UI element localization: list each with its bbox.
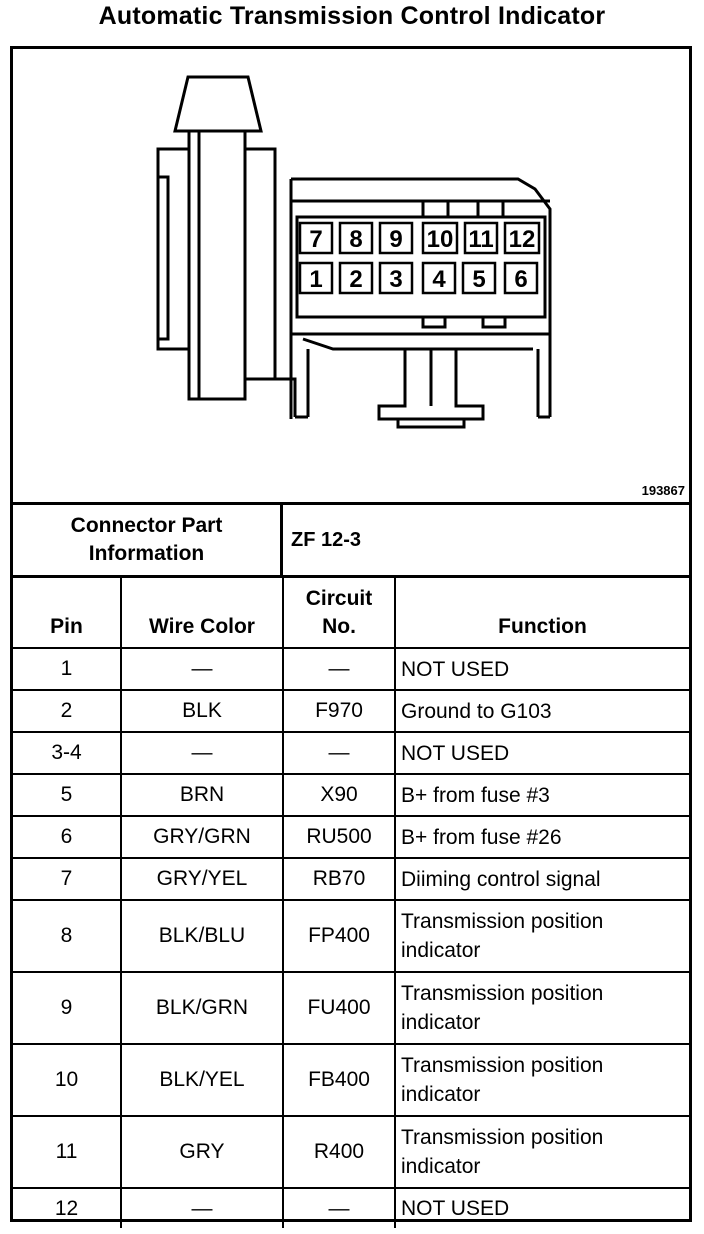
pin-label-7: 7: [309, 226, 322, 253]
pin-cell: 1: [13, 647, 122, 691]
wire-color-cell: BLK/YEL: [120, 1043, 284, 1117]
wire-color-cell: GRY: [120, 1115, 284, 1189]
part-info-value: ZF 12-3: [291, 528, 362, 551]
pin-cell: 5: [13, 773, 122, 817]
circuit-cell: RU500: [282, 815, 396, 859]
wire-color-cell: —: [120, 731, 284, 775]
function-cell: NOT USED: [394, 731, 689, 775]
circuit-cell: FP400: [282, 899, 396, 973]
circuit-cell: —: [282, 731, 396, 775]
function-cell: B+ from fuse #3: [394, 773, 689, 817]
pin-cell: 7: [13, 857, 122, 901]
pin-label-5: 5: [472, 266, 485, 293]
circuit-cell: X90: [282, 773, 396, 817]
circuit-cell: RB70: [282, 857, 396, 901]
pin-label-12: 12: [509, 226, 536, 253]
pin-label-9: 9: [389, 226, 402, 253]
connector-drawing: 7 8 9 10 11 12 1 2 3 4 5 6: [156, 75, 552, 429]
function-cell: Transmission position indicator: [394, 971, 689, 1045]
pin-label-6: 6: [514, 266, 527, 293]
pin-cell: 3-4: [13, 731, 122, 775]
header-function: Function: [394, 578, 689, 649]
circuit-cell: F970: [282, 689, 396, 733]
wire-color-cell: GRY/GRN: [120, 815, 284, 859]
part-info-label: Connector Part Information: [13, 505, 283, 575]
function-cell: Ground to G103: [394, 689, 689, 733]
table-row: 9 BLK/GRN FU400 Transmission position in…: [13, 971, 689, 1045]
pin-label-11: 11: [468, 226, 493, 253]
circuit-cell: R400: [282, 1115, 396, 1189]
pin-label-1: 1: [309, 266, 322, 293]
page-title: Automatic Transmission Control Indicator: [98, 2, 606, 30]
wire-color-cell: —: [120, 1187, 284, 1228]
connector-diagram: 7 8 9 10 11 12 1 2 3 4 5 6 193867: [13, 49, 689, 505]
header-circuit-no: Circuit No.: [282, 578, 396, 649]
pin-label-10: 10: [427, 226, 454, 253]
pin-cell: 11: [13, 1115, 122, 1189]
header-pin: Pin: [13, 578, 122, 649]
table-row: 2 BLK F970 Ground to G103: [13, 689, 689, 733]
circuit-cell: —: [282, 1187, 396, 1228]
figure-id: 193867: [641, 483, 685, 498]
table-row: 5 BRN X90 B+ from fuse #3: [13, 773, 689, 817]
function-cell: Transmission position indicator: [394, 899, 689, 973]
pin-label-2: 2: [349, 266, 362, 293]
table-row: 6 GRY/GRN RU500 B+ from fuse #26: [13, 815, 689, 859]
wire-color-cell: BRN: [120, 773, 284, 817]
connector-part-info: Connector Part Information ZF 12-3: [13, 505, 689, 578]
function-cell: NOT USED: [394, 1187, 689, 1228]
function-cell: Transmission position indicator: [394, 1043, 689, 1117]
wire-color-cell: BLK/BLU: [120, 899, 284, 973]
circuit-cell: FB400: [282, 1043, 396, 1117]
table-row: 3-4 — — NOT USED: [13, 731, 689, 775]
table-row: 10 BLK/YEL FB400 Transmission position i…: [13, 1043, 689, 1117]
pin-label-8: 8: [349, 226, 362, 253]
header-wire-color: Wire Color: [120, 578, 284, 649]
table-row: 1 — — NOT USED: [13, 647, 689, 691]
connector-sheet: 7 8 9 10 11 12 1 2 3 4 5 6 193867 Connec…: [10, 46, 692, 1228]
pin-cell: 10: [13, 1043, 122, 1117]
wire-color-cell: GRY/YEL: [120, 857, 284, 901]
pin-cell: 6: [13, 815, 122, 859]
circuit-cell: FU400: [282, 971, 396, 1045]
pin-cell: 12: [13, 1187, 122, 1228]
table-row: 7 GRY/YEL RB70 Diiming control signal: [13, 857, 689, 901]
pin-label-4: 4: [432, 266, 446, 293]
pin-label-3: 3: [389, 266, 402, 293]
circuit-cell: —: [282, 647, 396, 691]
table-row: 11 GRY R400 Transmission position indica…: [13, 1115, 689, 1189]
function-cell: Transmission position indicator: [394, 1115, 689, 1189]
pin-cell: 9: [13, 971, 122, 1045]
pin-cell: 2: [13, 689, 122, 733]
function-cell: B+ from fuse #26: [394, 815, 689, 859]
table-row: 12 — — NOT USED: [13, 1187, 689, 1228]
wire-color-cell: BLK: [120, 689, 284, 733]
pin-cell: 8: [13, 899, 122, 973]
function-cell: Diiming control signal: [394, 857, 689, 901]
wire-color-cell: BLK/GRN: [120, 971, 284, 1045]
function-cell: NOT USED: [394, 647, 689, 691]
wire-color-cell: —: [120, 647, 284, 691]
pin-table: Pin Wire Color Circuit No. Function 1 — …: [13, 578, 689, 1228]
table-row: 8 BLK/BLU FP400 Transmission position in…: [13, 899, 689, 973]
